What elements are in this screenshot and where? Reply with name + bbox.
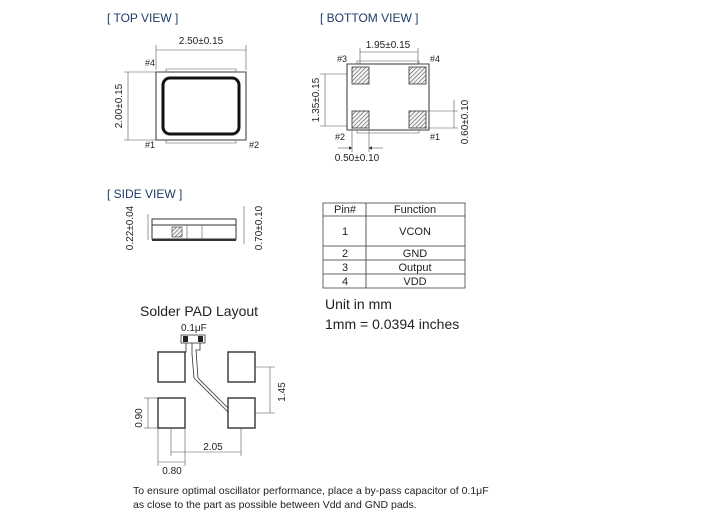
bypass-note-line1: To ensure optimal oscillator performance… bbox=[133, 485, 489, 497]
bottom-pin2-label: #2 bbox=[335, 132, 345, 142]
solder-pad-top-right bbox=[227, 351, 256, 383]
table-row-1-function: VCON bbox=[399, 226, 431, 238]
table-row-2-function: GND bbox=[403, 248, 428, 260]
pin-function-table: Pin# Function 1 VCON 2 GND 3 Output 4 VD… bbox=[322, 202, 466, 289]
unit-label: Unit in mm bbox=[325, 296, 392, 312]
top-pin4-label: #4 bbox=[145, 58, 155, 68]
bottom-pad-4 bbox=[408, 66, 427, 85]
pad-pitch-x-label: 2.05 bbox=[203, 442, 223, 453]
solder-pad-bottom-left bbox=[157, 397, 186, 429]
top-width-label: 2.50±0.15 bbox=[179, 36, 224, 47]
top-view-heading: [ TOP VIEW ] bbox=[107, 11, 178, 25]
table-row-2-pin: 2 bbox=[342, 248, 348, 260]
pad-height-label: 0.90 bbox=[134, 408, 145, 428]
bottom-pitch-x-label: 1.95±0.15 bbox=[366, 40, 411, 51]
bottom-pad-height-label: 0.60±0.10 bbox=[460, 99, 471, 144]
bottom-pad-width-label: 0.50±0.10 bbox=[335, 153, 380, 164]
bottom-pin1-label: #1 bbox=[430, 132, 440, 142]
bottom-view: [ BOTTOM VIEW ] 1.95±0.15 1.35±0.15 #3 #… bbox=[311, 11, 471, 164]
table-row-1-pin: 1 bbox=[342, 226, 348, 238]
solder-pad-bottom-right bbox=[227, 397, 256, 429]
side-view-heading: [ SIDE VIEW ] bbox=[107, 187, 182, 201]
bottom-pad-2 bbox=[351, 110, 370, 129]
top-view: [ TOP VIEW ] 2.50±0.15 2.00±0.15 #4 #1 #… bbox=[107, 11, 259, 150]
side-height-right-label: 0.70±0.10 bbox=[254, 205, 265, 250]
table-row-4-function: VDD bbox=[403, 276, 426, 288]
top-pin2-label: #2 bbox=[249, 140, 259, 150]
solder-pad-top-left bbox=[157, 351, 186, 383]
table-row-4-pin: 4 bbox=[342, 276, 348, 288]
top-pin1-label: #1 bbox=[145, 140, 155, 150]
table-header-function: Function bbox=[394, 204, 436, 216]
solder-pad-layout: Solder PAD Layout 0.1μF 0.90 0.80 2.05 bbox=[134, 303, 288, 477]
bottom-pitch-y-label: 1.35±0.15 bbox=[311, 77, 322, 122]
bottom-view-heading: [ BOTTOM VIEW ] bbox=[320, 11, 418, 25]
table-header-pin: Pin# bbox=[334, 204, 357, 216]
table-row-3-pin: 3 bbox=[342, 262, 348, 274]
bottom-pad-1 bbox=[408, 110, 427, 129]
bypass-note-line2: as close to the part as possible between… bbox=[133, 499, 417, 511]
pad-pitch-y-label: 1.45 bbox=[277, 382, 288, 402]
side-height-left-label: 0.22±0.04 bbox=[125, 205, 136, 250]
table-row-3-function: Output bbox=[398, 262, 431, 274]
pad-width-label: 0.80 bbox=[162, 466, 182, 477]
bottom-pin4-label: #4 bbox=[430, 54, 440, 64]
side-view: [ SIDE VIEW ] 0.22±0.04 0.70±0.10 bbox=[107, 187, 265, 250]
unit-conversion: 1mm = 0.0394 inches bbox=[325, 316, 459, 332]
bottom-pad-3 bbox=[351, 66, 370, 85]
top-height-label: 2.00±0.15 bbox=[114, 83, 125, 128]
capacitor-label: 0.1μF bbox=[181, 323, 207, 334]
capacitor bbox=[180, 334, 206, 344]
bottom-pin3-label: #3 bbox=[337, 54, 347, 64]
side-pad bbox=[171, 226, 183, 238]
solder-pad-heading: Solder PAD Layout bbox=[140, 303, 258, 319]
lid-outline bbox=[161, 76, 241, 136]
